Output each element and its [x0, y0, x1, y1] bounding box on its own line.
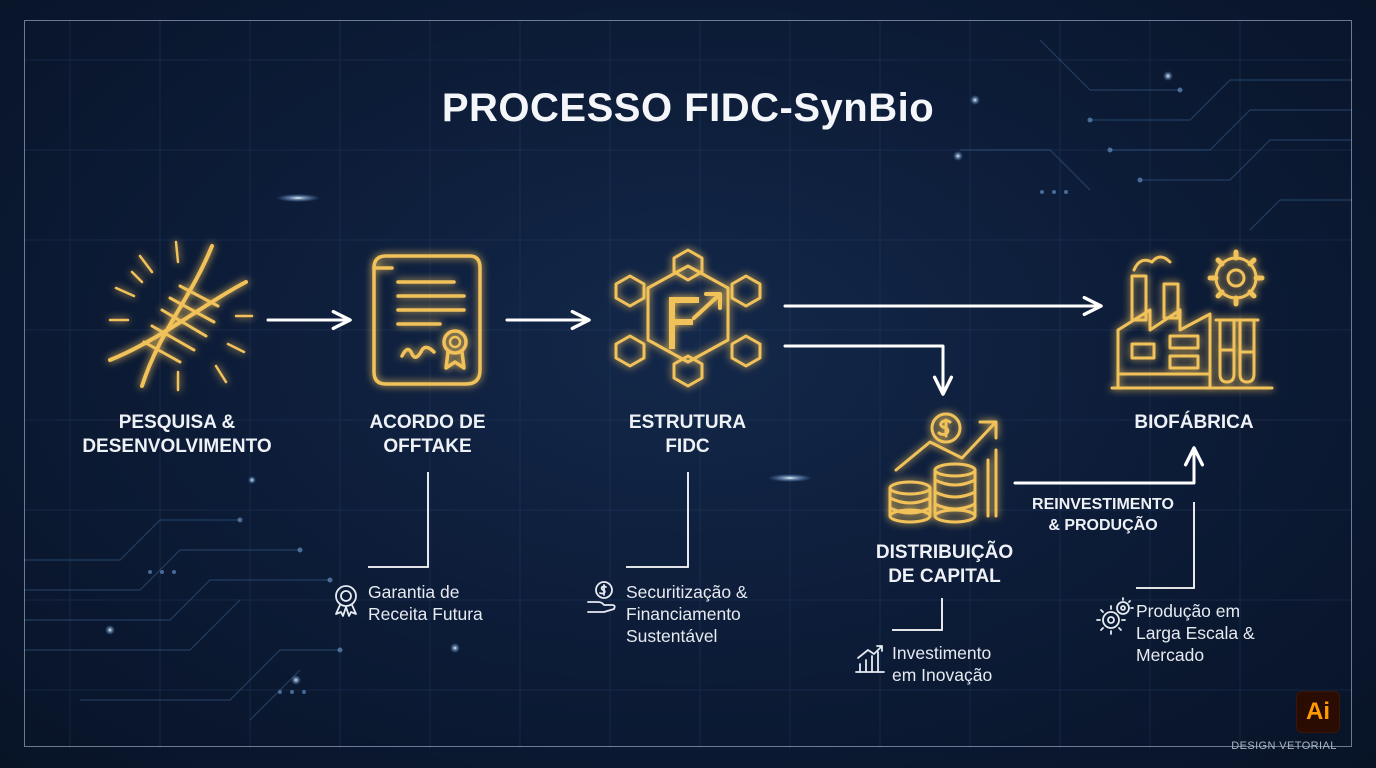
node-label-distribuicao: DISTRIBUIÇÃO DE CAPITAL	[875, 542, 1014, 587]
circuit-traces	[24, 39, 1352, 721]
note-garantia: Garantia de Receita Futura	[368, 582, 483, 624]
circuit-nodes	[148, 87, 1183, 694]
gears-icon	[1096, 597, 1134, 635]
bar-chart-icon	[855, 645, 885, 673]
light-sparkles	[105, 71, 1173, 685]
note-investimento: Investimento em Inovação	[892, 643, 993, 685]
background-grid	[24, 20, 1352, 748]
coins-growth-icon	[888, 412, 998, 524]
award-badge-icon	[335, 585, 357, 617]
node-label-acordo: ACORDO DE OFFTAKE	[369, 412, 486, 457]
outer-frame	[24, 20, 1352, 747]
note-securitizacao: Securitização & Financiamento Sustentáve…	[626, 582, 748, 646]
arrow-fidc-to-distribuicao	[783, 344, 954, 396]
hand-coin-icon	[587, 581, 616, 613]
contract-scroll-icon	[372, 254, 482, 386]
node-label-biofabrica: BIOFÁBRICA	[1134, 412, 1254, 433]
callout-line-securitizacao	[626, 472, 689, 568]
note-producao: Produção em Larga Escala & Mercado	[1136, 601, 1255, 665]
fidc-network-icon	[614, 248, 762, 388]
callout-line-garantia	[368, 472, 429, 568]
node-label-fidc: ESTRUTURA FIDC	[628, 412, 747, 457]
factory-gear-icon	[1110, 249, 1274, 390]
callout-line-producao	[1136, 502, 1195, 589]
arrow-distribuicao-to-biofabrica	[1013, 446, 1205, 485]
callout-lines	[368, 472, 1195, 631]
flow-arrows	[266, 295, 1205, 485]
illustrator-logo-icon: Ai	[1296, 691, 1340, 733]
page-title: PROCESSO FIDC-SynBio	[441, 86, 935, 130]
footer-caption: DESIGN VETORIAL	[1231, 740, 1337, 752]
dna-icon	[108, 240, 254, 392]
node-label-pesquisa: PESQUISA & DESENVOLVIMENTO	[82, 412, 272, 457]
flow-label-reinvestimento: REINVESTIMENTO & PRODUÇÃO	[1032, 496, 1174, 534]
callout-line-investimento	[892, 598, 943, 631]
